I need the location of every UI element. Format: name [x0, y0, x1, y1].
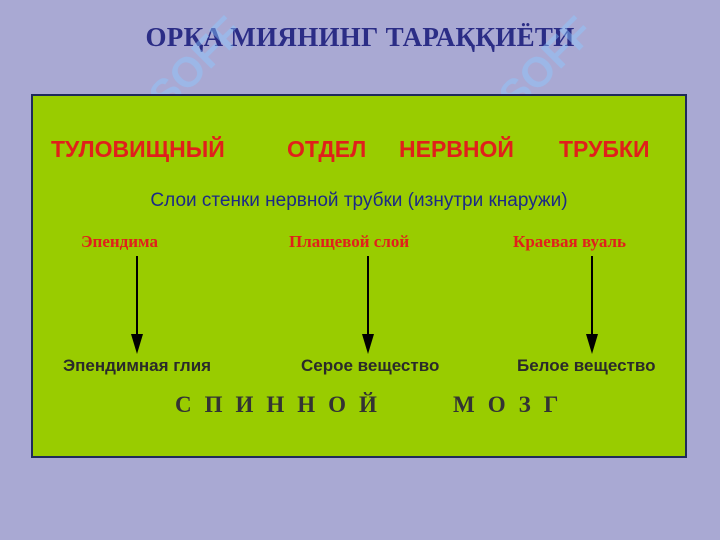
layer-mantle: Плащевой слой [289, 232, 410, 251]
heading-word: ОТДЕЛ [287, 136, 367, 162]
down-arrow-icon [586, 256, 598, 354]
layer-marginal: Краевая вуаль [513, 232, 627, 251]
spinal-cord-word: МОЗГ [453, 392, 572, 417]
heading-word: ТРУБКИ [559, 136, 650, 162]
down-arrow-icon [362, 256, 374, 354]
heading-word: НЕРВНОЙ [399, 136, 514, 162]
result-ependymal-glia: Эпендимная глия [63, 356, 212, 375]
layer-ependyma: Эпендима [81, 232, 159, 251]
result-white-matter: Белое вещество [517, 356, 656, 375]
result-gray-matter: Серое вещество [301, 356, 440, 375]
slide-title: ОРҚА МИЯНИНГ ТАРАҚҚИЁТИ [145, 22, 575, 52]
heading-word: ТУЛОВИЩНЫЙ [51, 136, 225, 162]
down-arrow-icon [131, 256, 143, 354]
content-panel: ТУЛОВИЩНЫЙ ОТДЕЛ НЕРВНОЙ ТРУБКИ Слои сте… [31, 94, 687, 458]
spinal-cord-word: СПИННОЙ [175, 392, 390, 417]
layers-subtitle: Слои стенки нервной трубки (изнутри кнар… [150, 190, 568, 211]
